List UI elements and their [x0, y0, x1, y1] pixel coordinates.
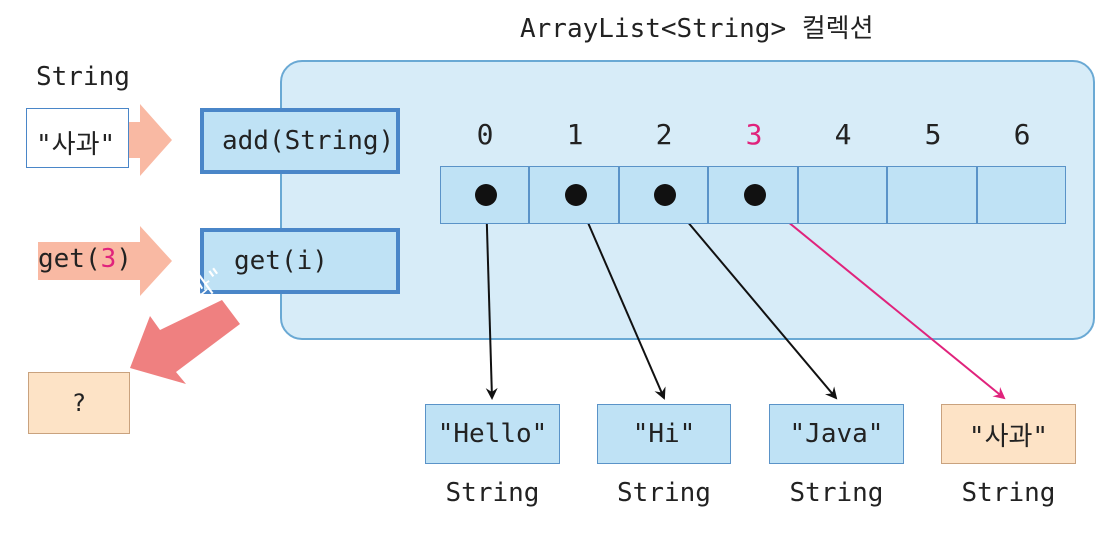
object-java: "Java": [769, 404, 904, 464]
reference-dot-0: [475, 184, 497, 206]
index-1: 1: [566, 118, 584, 151]
get-method-box: get(i): [200, 228, 400, 294]
index-0: 0: [476, 118, 494, 151]
add-method-box: add(String): [200, 108, 400, 174]
array-cell: [797, 166, 888, 224]
get-call-label: get(3): [38, 244, 132, 274]
array-cell: [976, 166, 1066, 224]
reference-arrow-3: [754, 194, 1006, 400]
type-label-3: String: [961, 478, 1056, 508]
result-box: ?: [28, 372, 130, 434]
input-value-box: [26, 108, 129, 168]
index-6: 6: [1013, 118, 1031, 151]
get-call-index: 3: [100, 244, 117, 274]
index-3: 3: [745, 118, 763, 151]
diagram-title: ArrayList<String> 컬렉션: [520, 14, 874, 44]
index-2: 2: [655, 118, 673, 151]
type-label-1: String: [617, 478, 711, 508]
reference-arrow-2: [664, 194, 838, 400]
string-type-label: String: [36, 62, 130, 92]
input-value: "사과": [36, 130, 116, 160]
type-label-0: String: [445, 478, 540, 508]
index-5: 5: [924, 118, 942, 151]
reference-dot-3: [744, 184, 766, 206]
reference-dot-1: [565, 184, 587, 206]
array-cell: [887, 166, 977, 224]
get-call-suffix: ): [116, 244, 132, 274]
object-hello: "Hello": [425, 404, 560, 464]
object-hi: "Hi": [597, 404, 731, 464]
object-sagwa: "사과": [941, 404, 1076, 464]
reference-arrow-1: [575, 194, 666, 400]
index-4: 4: [834, 118, 852, 151]
reference-arrow-0: [485, 194, 498, 400]
returned-value-arrow: [130, 300, 240, 384]
reference-dot-2: [654, 184, 676, 206]
type-label-2: String: [789, 478, 884, 508]
get-input-arrow: [38, 226, 172, 296]
get-call-prefix: get(: [38, 244, 101, 274]
